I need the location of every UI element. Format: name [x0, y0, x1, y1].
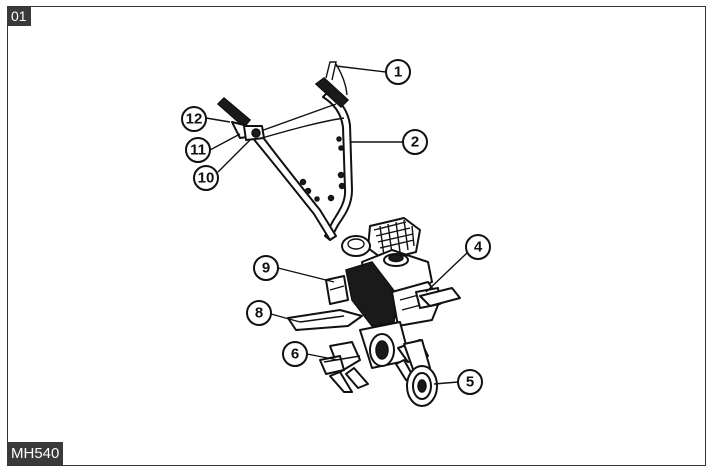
model-label: MH540: [7, 442, 64, 465]
engine: [341, 217, 441, 327]
figure-frame: [7, 6, 706, 466]
svg-text:2: 2: [411, 134, 419, 151]
callout-4: 4: [465, 234, 491, 260]
handlebar: [249, 91, 353, 241]
callout-1: 1: [385, 59, 411, 85]
left-handle-grip: [216, 96, 265, 141]
callout-5: 5: [457, 369, 483, 395]
callout-9: 9: [253, 255, 279, 281]
svg-text:8: 8: [255, 305, 263, 322]
svg-text:9: 9: [262, 260, 270, 277]
svg-text:5: 5: [466, 374, 474, 391]
svg-text:11: 11: [190, 142, 206, 159]
callout-10: 10: [193, 165, 219, 191]
side-shield: [287, 287, 461, 331]
figure-number: 01: [7, 6, 31, 26]
callout-2: 2: [402, 129, 428, 155]
callout-6: 6: [282, 341, 308, 367]
callout-8: 8: [246, 300, 272, 326]
svg-text:10: 10: [198, 170, 215, 187]
svg-text:12: 12: [186, 111, 203, 128]
transport-wheel: [403, 339, 438, 407]
frame-bracket: [325, 275, 349, 305]
leader-lines: [205, 65, 469, 385]
callout-11: 11: [185, 137, 211, 163]
svg-text:4: 4: [474, 239, 483, 256]
svg-text:1: 1: [394, 64, 402, 81]
callout-12: 12: [181, 106, 207, 132]
svg-text:6: 6: [291, 346, 299, 363]
